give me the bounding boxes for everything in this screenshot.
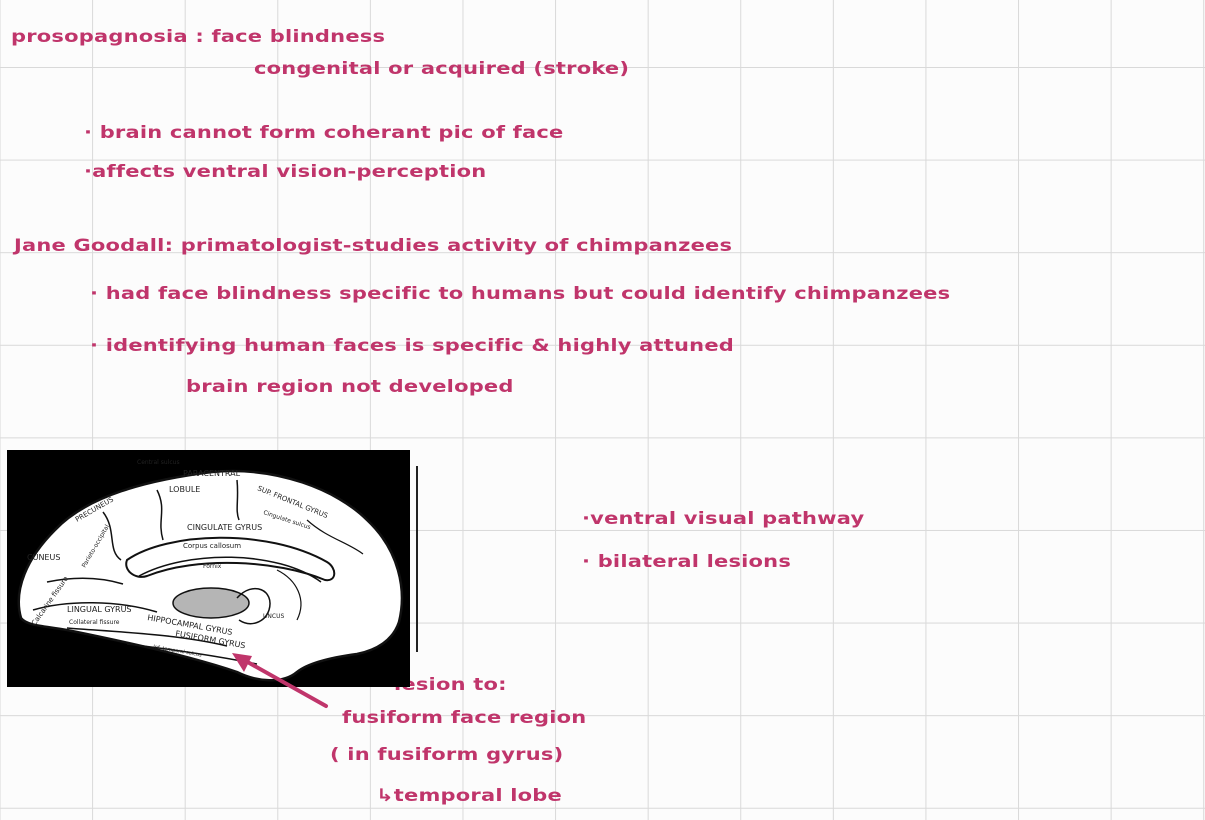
label-cingulate-gyrus: CINGULATE GYRUS [187, 523, 262, 532]
label-collateral: Collateral fissure [69, 619, 120, 626]
corpus-callosum-shape [125, 536, 336, 582]
label-corpus-callosum: Corpus callosum [183, 542, 241, 550]
label-lobule: LOBULE [169, 485, 200, 494]
note-goodall: Jane Goodall: primatologist-studies acti… [14, 235, 733, 256]
note-bullet-brain: · brain cannot form coherant pic of face [84, 122, 564, 143]
note-bullet-ventral: ·affects ventral vision-perception [84, 161, 487, 182]
note-title: prosopagnosia : face blindness [11, 26, 386, 47]
note-bullet-humans: · had face blindness specific to humans … [90, 283, 951, 304]
note-cause: congenital or acquired (stroke) [254, 58, 630, 79]
label-fornix: Fornix [203, 563, 222, 570]
hemisphere-outline [17, 469, 404, 682]
note-lesion-gyrus: ( in fusiform gyrus) [330, 744, 564, 765]
label-lingual: LINGUAL GYRUS [67, 605, 132, 614]
note-lesion-region: fusiform face region [342, 707, 587, 728]
note-bullet-identifying: · identifying human faces is specific & … [90, 335, 734, 356]
label-cuneus: CUNEUS [27, 553, 60, 562]
note-lesion-heading: lesion to: [394, 674, 507, 695]
note-bilateral: · bilateral lesions [582, 551, 792, 572]
thalamus-shape [172, 587, 250, 619]
label-paracentral: PARACENTRAL [183, 469, 241, 478]
figure-divider-line [416, 466, 418, 652]
note-bullet-region: brain region not developed [186, 376, 514, 397]
brain-medial-diagram: Central sulcus PARACENTRAL LOBULE PRECUN… [7, 450, 410, 687]
note-lesion-lobe: ↳temporal lobe [376, 785, 562, 806]
label-uncus: UNCUS [263, 613, 284, 620]
note-ventral-pathway: ·ventral visual pathway [582, 508, 865, 529]
brain-illustration: Central sulcus PARACENTRAL LOBULE PRECUN… [17, 459, 404, 682]
label-central-sulcus: Central sulcus [137, 459, 180, 466]
